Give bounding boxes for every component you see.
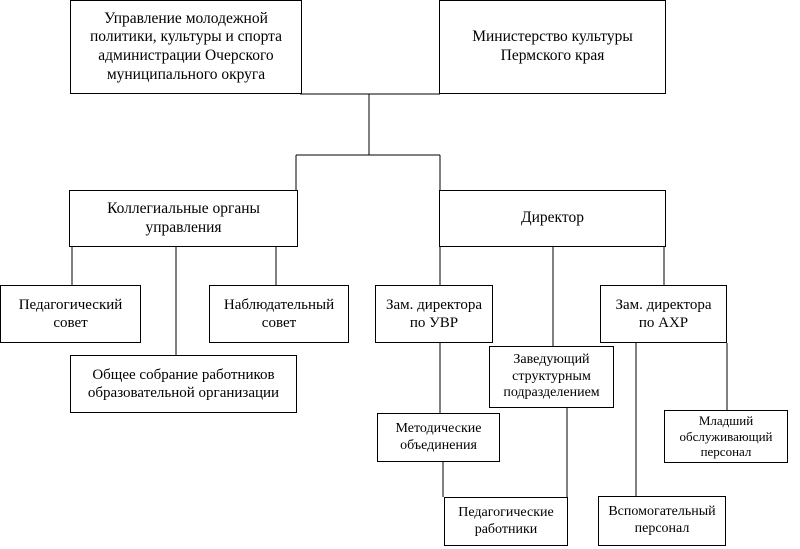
node-method-assoc: Методические объединения [377,413,500,462]
node-collegial: Коллегиальные органы управления [69,190,298,247]
node-ministry: Министерство культуры Пермского края [439,0,666,94]
node-supervisory: Наблюдательный совет [209,285,349,343]
node-aux-staff: Вспомогательный персонал [598,496,726,546]
node-director: Директор [439,190,666,247]
node-deputy-uvr: Зам. директора по УВР [375,285,493,343]
node-ped-council: Педагогический совет [0,285,141,343]
node-structural-head: Заведующий структурным подразделением [489,346,614,408]
node-youth-dept: Управление молодежной политики, культуры… [70,0,302,94]
node-deputy-ahr: Зам. директора по АХР [600,285,727,343]
node-teachers: Педагогические работники [444,497,568,546]
node-junior-staff: Младший обслуживающий персонал [664,410,788,463]
node-general-meeting: Общее собрание работников образовательно… [70,355,297,413]
